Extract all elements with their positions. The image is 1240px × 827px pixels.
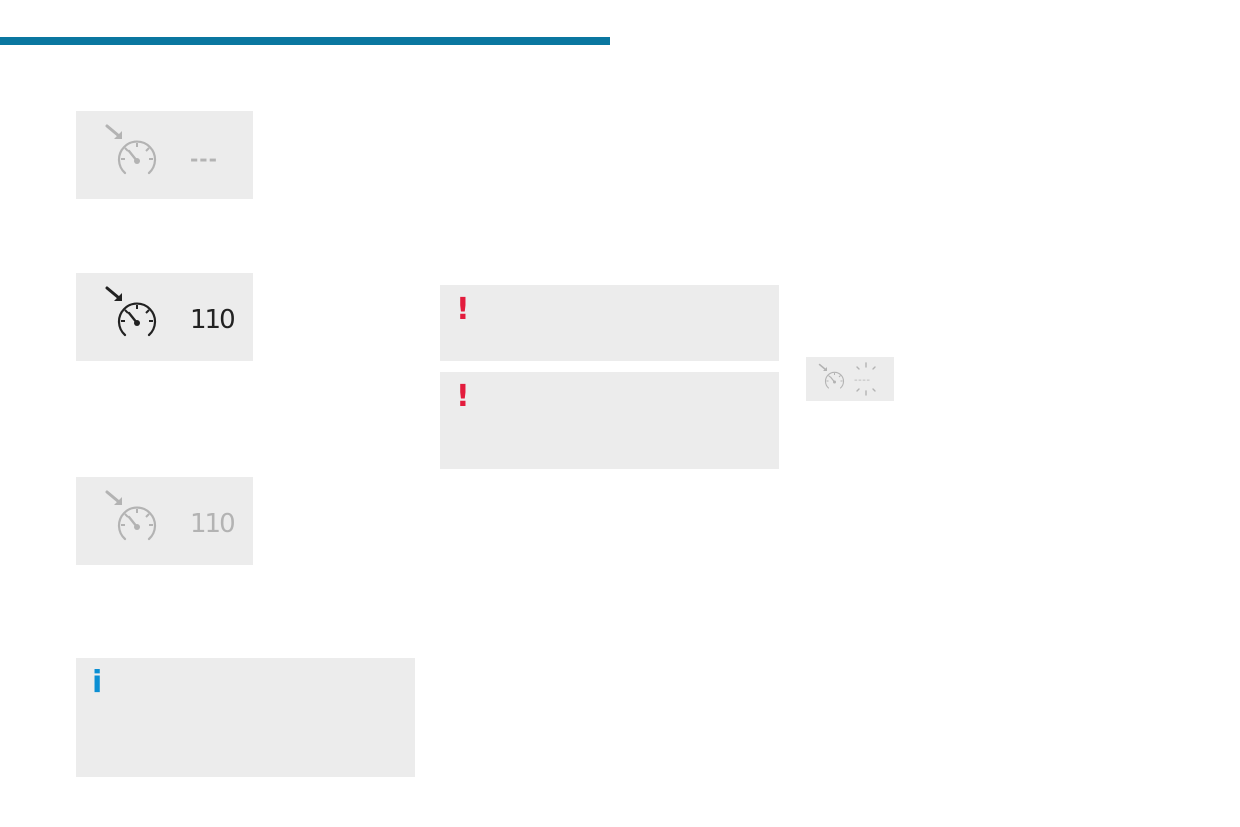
speed-limiter-gauge-icon: ---- [818, 362, 876, 396]
speed-limiter-display-off: --- [76, 111, 253, 199]
speed-limiter-gauge-icon [105, 124, 157, 175]
speed-limiter-display-active: 110 [76, 273, 253, 361]
warning-exclamation-icon: ! [456, 379, 470, 414]
speed-value: 110 [190, 305, 236, 335]
speed-limiter-gauge-icon [105, 490, 157, 541]
speed-limiter-display-paused: 110 [76, 477, 253, 565]
info-icon: i [92, 665, 103, 700]
header-bar [0, 37, 610, 45]
info-note: i [76, 658, 415, 777]
flashing-indicator-icon [856, 362, 876, 396]
warning-note: ! [440, 285, 779, 361]
speed-value: ---- [854, 375, 870, 386]
warning-note: ! [440, 372, 779, 469]
warning-exclamation-icon: ! [456, 292, 470, 327]
speed-value: 110 [190, 509, 236, 539]
speed-limiter-mini-display: ---- [806, 357, 894, 401]
speed-value: --- [190, 147, 218, 171]
speed-limiter-gauge-icon [105, 286, 157, 337]
